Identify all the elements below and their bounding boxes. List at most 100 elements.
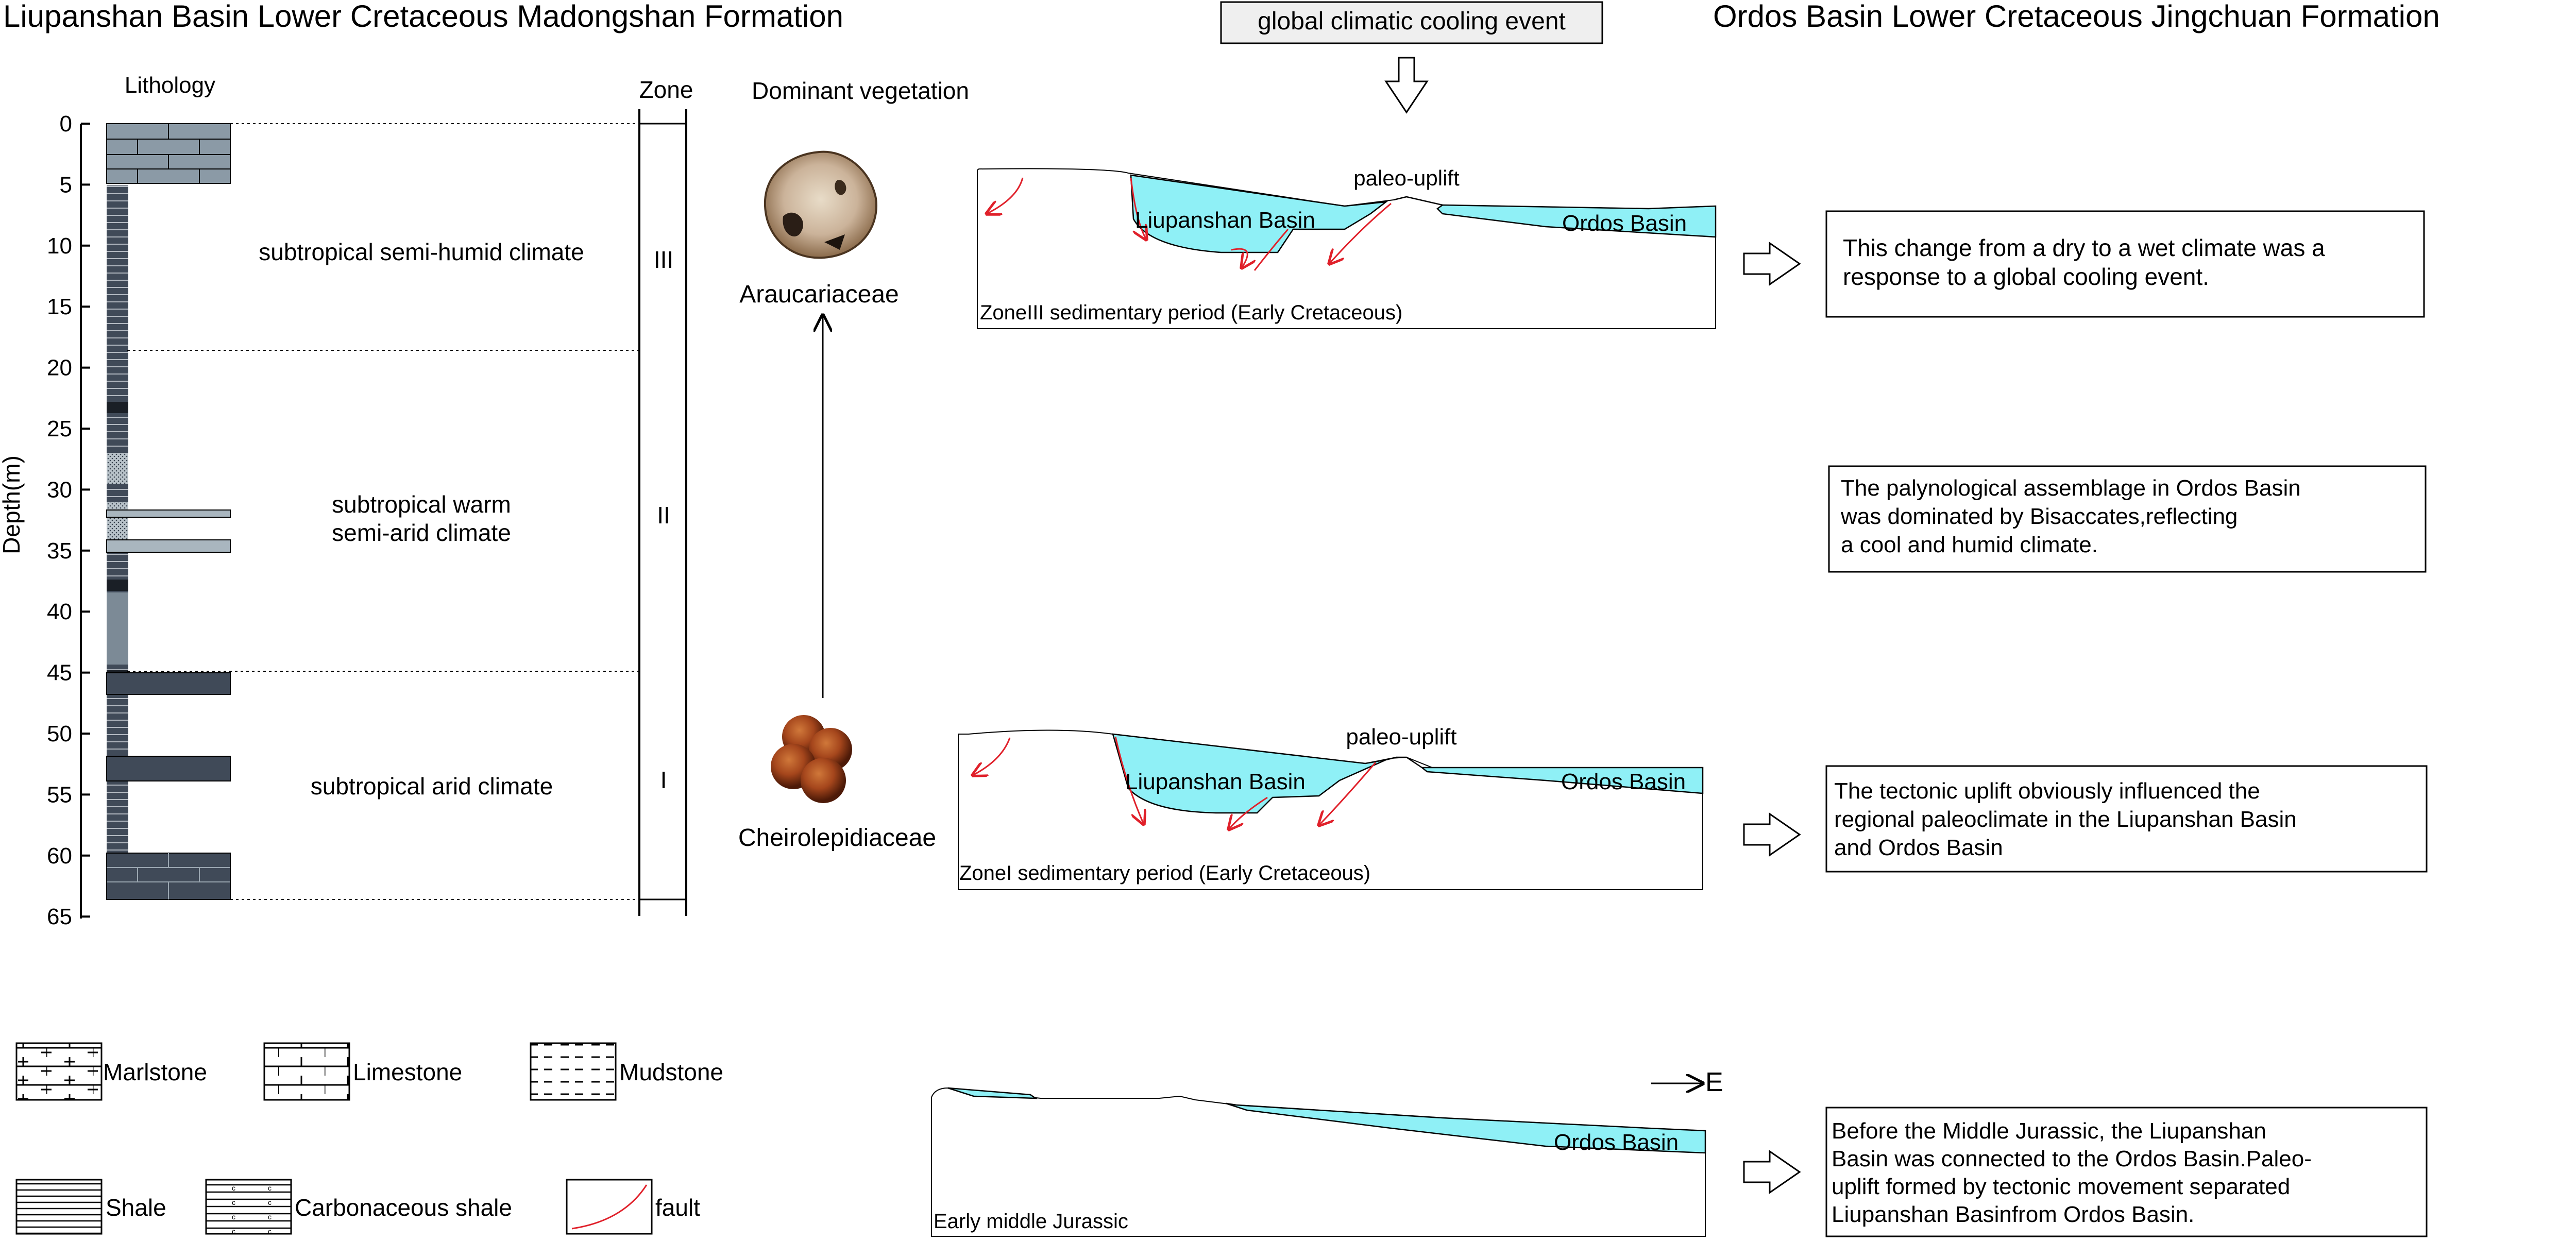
cheirolepidiaceae-pollen xyxy=(771,715,852,803)
column-band-dotted xyxy=(107,453,128,484)
title-left: Liupanshan Basin Lower Cretaceous Madong… xyxy=(3,0,843,33)
limestone-interbed xyxy=(106,539,231,553)
lithology-column xyxy=(106,123,231,900)
cross-section-jurassic: Ordos Basin Early middle Jurassic E xyxy=(931,1067,1723,1237)
zone-boundaries xyxy=(127,123,639,900)
note2-line3: a cool and humid climate. xyxy=(1841,532,2098,557)
column-band-black xyxy=(107,580,128,591)
jurassic-ordos-label: Ordos Basin xyxy=(1554,1130,1679,1155)
legend-shale-label: Shale xyxy=(106,1194,166,1221)
depth-tick-label: 25 xyxy=(47,416,72,441)
depth-tick-label: 35 xyxy=(47,538,72,564)
zone-i-uplift-label: paleo-uplift xyxy=(1346,724,1456,750)
zone-iii-uplift-label: paleo-uplift xyxy=(1353,166,1460,190)
zone-header: Zone xyxy=(639,76,693,103)
note3-line2: regional paleoclimate in the Liupanshan … xyxy=(1834,807,2297,832)
east-direction-label: E xyxy=(1705,1067,1723,1097)
zone-iii-caption: ZoneIII sedimentary period (Early Cretac… xyxy=(980,301,1402,324)
title-right: Ordos Basin Lower Cretaceous Jingchuan F… xyxy=(1713,0,2440,33)
zone-label-ii: II xyxy=(657,502,670,529)
note-box-1: This change from a dry to a wet climate … xyxy=(1825,210,2425,318)
vegetation-header: Dominant vegetation xyxy=(752,77,969,104)
depth-tick-label: 45 xyxy=(47,660,72,686)
depth-tick-label: 50 xyxy=(47,721,72,746)
note1-line2: response to a global cooling event. xyxy=(1843,263,2209,290)
depth-tick-label: 30 xyxy=(47,477,72,502)
note-box-3: The tectonic uplift obviously influenced… xyxy=(1825,765,2428,873)
note4-line3: uplift formed by tectonic movement separ… xyxy=(1832,1174,2290,1199)
vegetation-label-lower: Cheirolepidiaceae xyxy=(738,824,936,852)
climate-label-zone-ii-line1: subtropical warm xyxy=(332,491,511,518)
note2-line2: was dominated by Bisaccates,reflecting xyxy=(1840,504,2238,529)
jurassic-ordos-basin xyxy=(1226,1102,1706,1154)
depth-tick-label: 20 xyxy=(47,355,72,381)
depth-tick-label: 55 xyxy=(47,782,72,807)
legend-mudstone-label: Mudstone xyxy=(619,1059,723,1085)
legend: Marlstone Limestone Mudstone Shale Carbo… xyxy=(15,1042,723,1235)
zone-iii-liupanshan-label: Liupanshan Basin xyxy=(1135,208,1315,233)
legend-marlstone-label: Marlstone xyxy=(103,1059,207,1085)
mudstone-bed xyxy=(106,672,231,695)
zone-i-caption: ZoneI sedimentary period (Early Cretaceo… xyxy=(959,862,1370,885)
right-arrow-note4 xyxy=(1743,1150,1801,1194)
column-band-black xyxy=(107,402,128,413)
global-event: global climatic cooling event xyxy=(1220,1,1603,114)
note3-line3: and Ordos Basin xyxy=(1834,835,2003,860)
legend-shale: Shale xyxy=(15,1179,166,1235)
araucariaceae-pollen xyxy=(764,150,877,259)
depth-tick-label: 40 xyxy=(47,599,72,624)
climate-label-zone-ii-line2: semi-arid climate xyxy=(332,519,511,546)
vegetation-label-upper: Araucariaceae xyxy=(739,281,899,308)
note3-line1: The tectonic uplift obviously influenced… xyxy=(1834,778,2260,804)
right-arrow-note1 xyxy=(1743,242,1801,286)
limestone-interbed xyxy=(106,509,231,518)
lithology-header: Lithology xyxy=(125,73,215,98)
legend-limestone: Limestone xyxy=(263,1042,462,1101)
depth-axis: 0 5 10 15 20 25 30 35 40 45 50 55 60 65 Depth(m) xyxy=(0,111,90,929)
zone-label-iii: III xyxy=(654,246,673,273)
zone-i-liupanshan-label: Liupanshan Basin xyxy=(1125,769,1306,794)
note-box-4: Before the Middle Jurassic, the Liupansh… xyxy=(1825,1107,2428,1237)
legend-mudstone: Mudstone xyxy=(530,1042,723,1101)
depth-tick-label: 65 xyxy=(47,904,72,929)
column-band-dotted xyxy=(107,502,128,543)
column-band-light xyxy=(107,592,128,665)
zone-i-ordos-label: Ordos Basin xyxy=(1561,769,1686,794)
legend-carbonaceous-shale: Carbonaceous shale xyxy=(205,1179,512,1235)
depth-tick-label: 15 xyxy=(47,294,72,319)
cross-section-zone-i: paleo-uplift Liupanshan Basin Ordos Basi… xyxy=(958,724,1704,890)
legend-limestone-label: Limestone xyxy=(353,1059,462,1085)
event-box xyxy=(1220,1,1603,44)
depth-ticks: 0 5 10 15 20 25 30 35 40 45 50 55 60 65 xyxy=(47,111,90,929)
zone-i-ordos-basin xyxy=(1420,767,1704,794)
event-label: global climatic cooling event xyxy=(1258,8,1566,35)
note2-line1: The palynological assemblage in Ordos Ba… xyxy=(1841,475,2301,501)
jurassic-caption: Early middle Jurassic xyxy=(934,1210,1128,1233)
note4-line1: Before the Middle Jurassic, the Liupansh… xyxy=(1832,1118,2266,1144)
depth-tick-label: 10 xyxy=(47,233,72,259)
depth-axis-label: Depth(m) xyxy=(0,455,25,554)
right-arrow-note3 xyxy=(1743,812,1801,857)
note1-line1: This change from a dry to a wet climate … xyxy=(1843,234,2325,261)
zone-i-liupanshan-basin xyxy=(1112,733,1386,814)
event-down-arrow xyxy=(1384,57,1429,114)
legend-marlstone: Marlstone xyxy=(15,1042,207,1101)
zone-column: III II I xyxy=(638,109,687,916)
climate-label-zone-i: subtropical arid climate xyxy=(311,773,553,800)
cross-section-zone-iii: paleo-uplift Liupanshan Basin Ordos Basi… xyxy=(977,166,1717,329)
jurassic-west-basin xyxy=(947,1087,1038,1099)
note-box-2: The palynological assemblage in Ordos Ba… xyxy=(1828,465,2427,573)
depth-tick-label: 60 xyxy=(47,843,72,869)
zone-iii-ordos-basin xyxy=(1436,204,1717,238)
climate-label-zone-iii: subtropical semi-humid climate xyxy=(259,239,584,265)
zone-iii-ordos-label: Ordos Basin xyxy=(1562,211,1687,236)
depth-tick-label: 0 xyxy=(60,111,72,137)
depth-tick-label: 5 xyxy=(60,172,72,197)
mudstone-bed xyxy=(106,756,231,781)
note4-line2: Basin was connected to the Ordos Basin.P… xyxy=(1832,1146,2312,1171)
zone-label-i: I xyxy=(660,767,667,793)
legend-carbonaceous-shale-label: Carbonaceous shale xyxy=(295,1194,512,1221)
legend-fault-label: fault xyxy=(655,1194,700,1221)
